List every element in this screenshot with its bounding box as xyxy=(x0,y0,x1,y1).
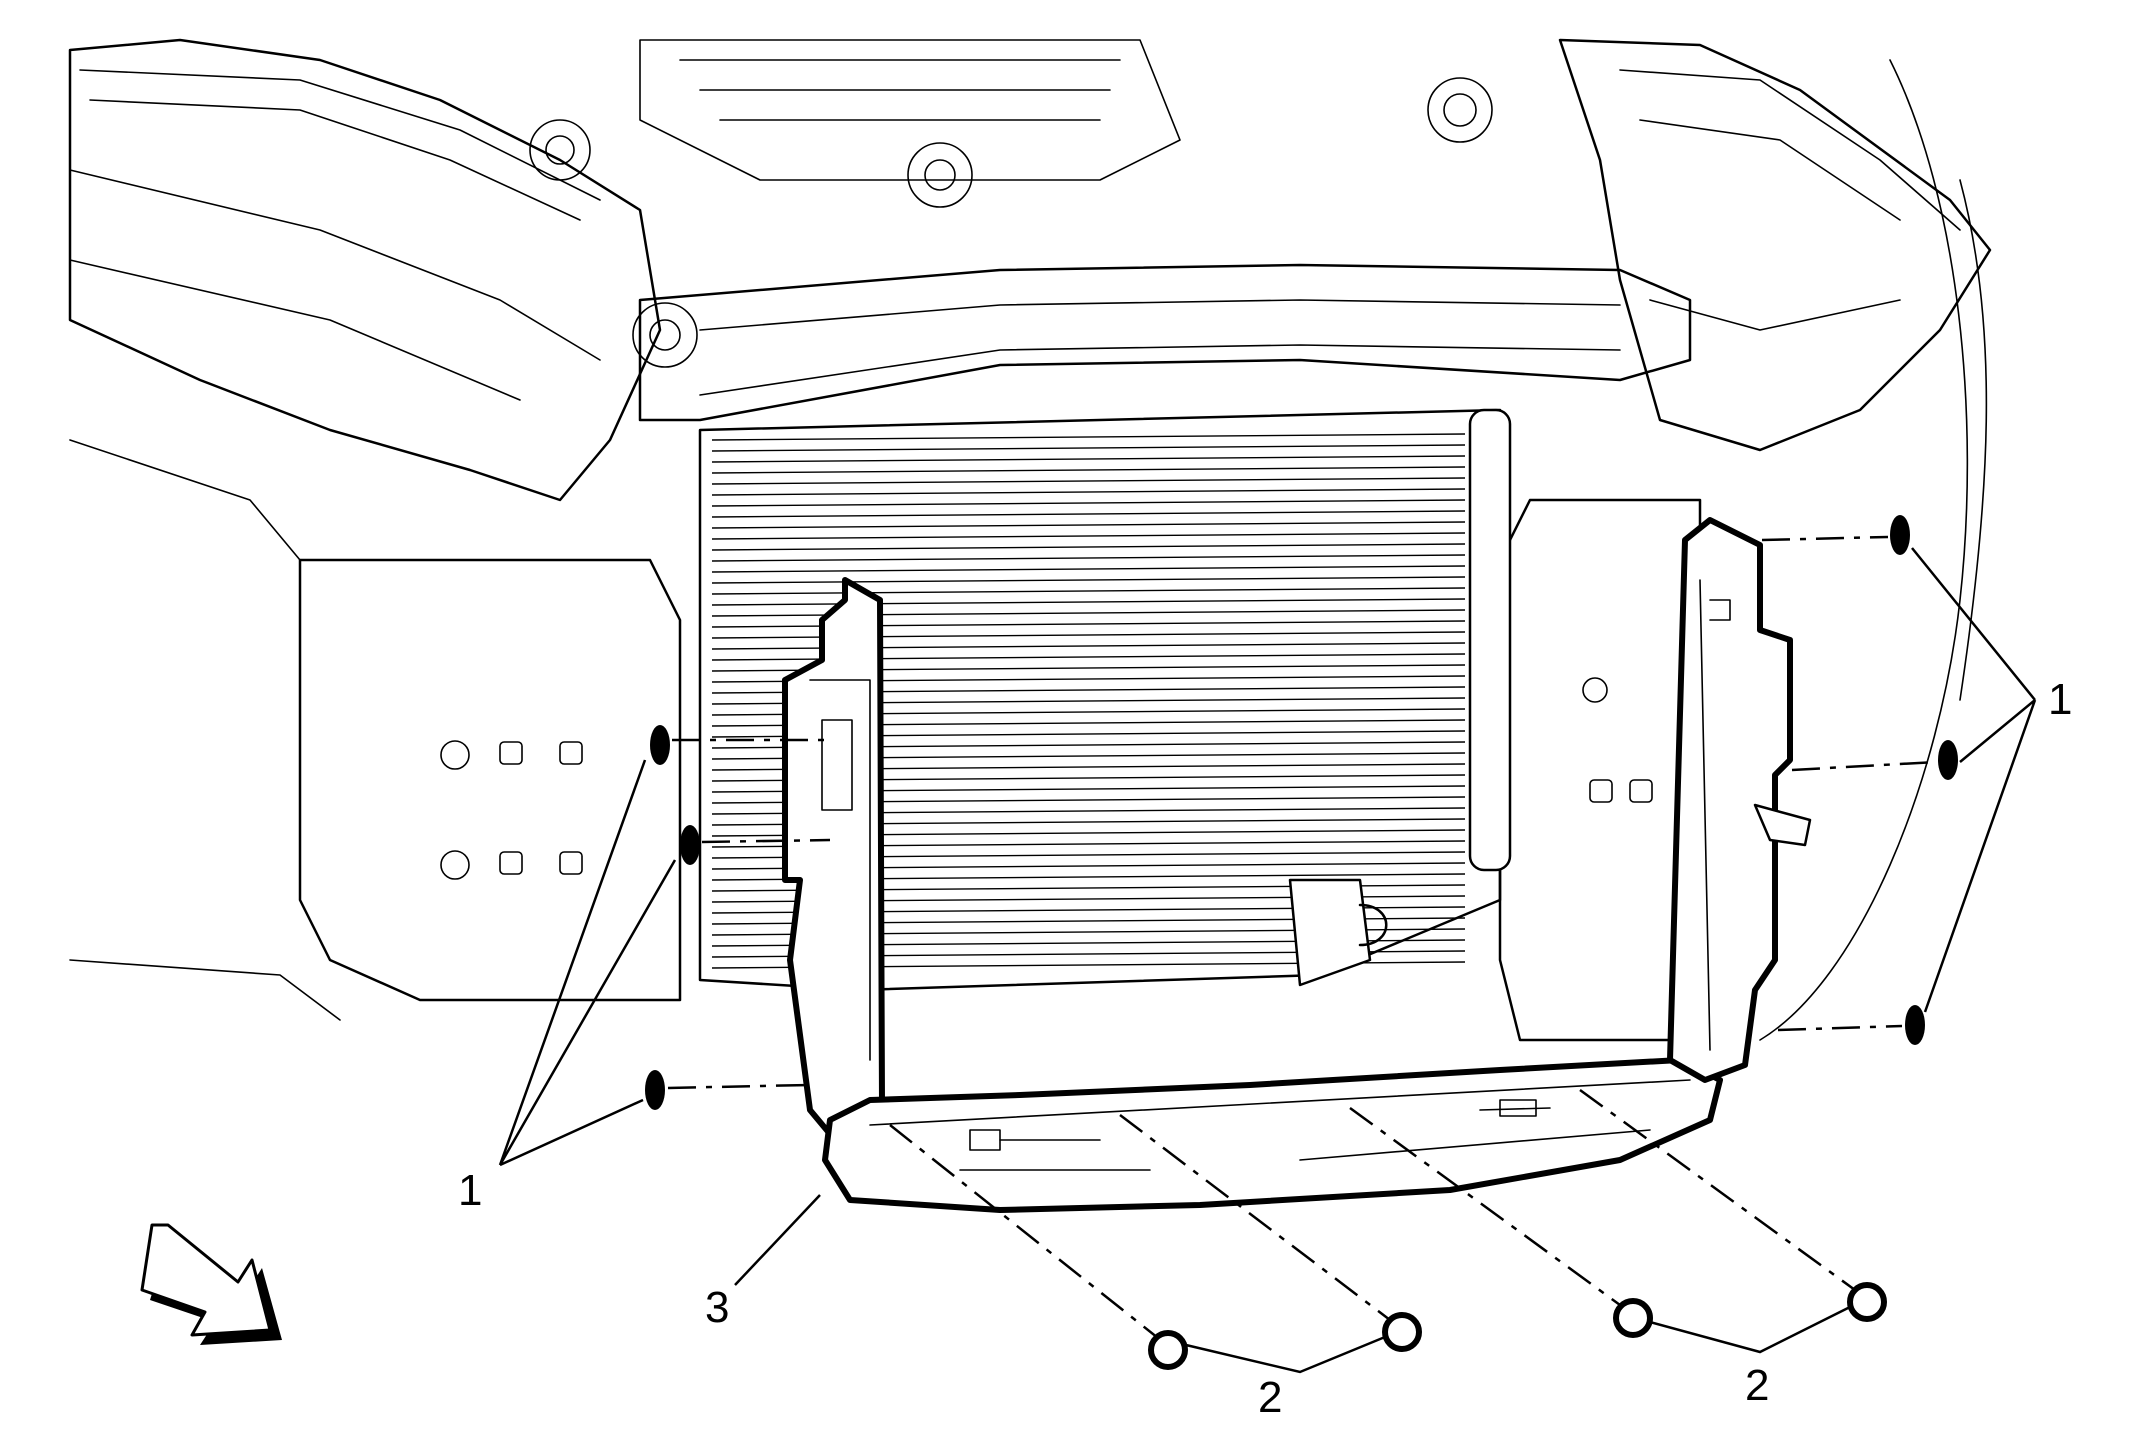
right-air-baffle xyxy=(1667,517,1812,1083)
callout-1-right: 1 xyxy=(2048,675,2072,724)
condenser-fin xyxy=(711,554,1466,562)
retainer xyxy=(1938,740,1958,780)
callout-2-left: 2 xyxy=(1258,1373,1282,1422)
front-direction-arrow-icon xyxy=(140,1223,282,1345)
retainer xyxy=(1890,515,1910,555)
fastener xyxy=(1847,1282,1887,1322)
condenser-fin xyxy=(711,488,1466,496)
callout-1-left: 1 xyxy=(458,1166,482,1215)
vehicle-front-structure xyxy=(68,38,1992,1042)
condenser-fin xyxy=(711,521,1466,529)
retainer xyxy=(680,825,700,865)
condenser-fin xyxy=(711,466,1466,474)
condenser-fin xyxy=(711,532,1466,540)
retainers-right xyxy=(1761,515,1958,1045)
lower-air-baffle xyxy=(822,1057,1723,1213)
condenser-fin xyxy=(711,598,1466,606)
condenser-fin xyxy=(711,433,1466,441)
callout-3: 3 xyxy=(705,1283,729,1332)
condenser-fin xyxy=(711,543,1466,551)
fastener xyxy=(1613,1298,1653,1338)
left-air-baffle xyxy=(782,577,885,1143)
condenser-core xyxy=(698,408,1512,992)
retainer xyxy=(1905,1005,1925,1045)
condenser-fin xyxy=(711,455,1466,463)
condenser-fin xyxy=(711,587,1466,595)
condenser-fin xyxy=(711,477,1466,485)
condenser-fin xyxy=(711,565,1466,573)
fastener xyxy=(1148,1330,1188,1370)
fastener xyxy=(1382,1312,1422,1352)
leader-lines xyxy=(498,547,2037,1374)
condenser-fin xyxy=(711,499,1466,507)
callouts: 1 1 2 2 3 xyxy=(458,675,2072,1422)
retainer xyxy=(650,725,670,765)
retainers-left xyxy=(645,725,831,1110)
condenser-fin xyxy=(711,576,1466,584)
fasteners xyxy=(889,1088,1887,1370)
callout-2-right: 2 xyxy=(1745,1361,1769,1410)
retainer xyxy=(645,1070,665,1110)
condenser-fin xyxy=(711,444,1466,452)
condenser-fin xyxy=(711,510,1466,518)
